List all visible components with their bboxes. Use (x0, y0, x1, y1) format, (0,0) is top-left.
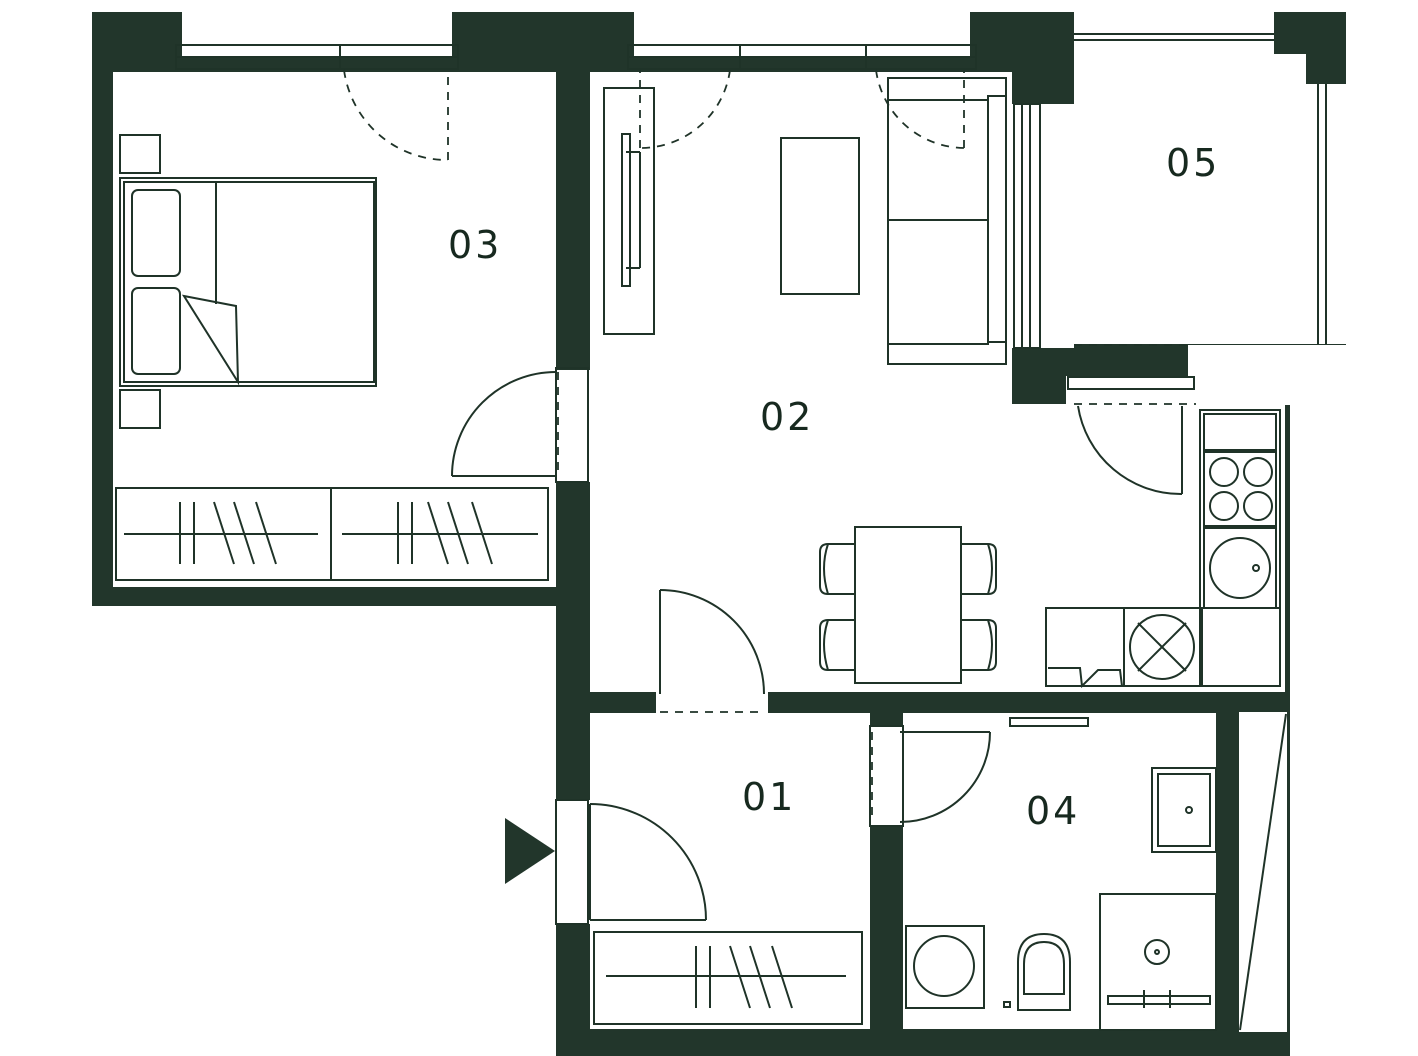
door-entrance-jamb (555, 799, 589, 925)
room-label-02: 02 (760, 395, 814, 439)
room-01-floor (590, 713, 870, 1029)
door-entrance-swing (589, 803, 707, 921)
triangle-right-icon (505, 818, 555, 884)
room-03-floor (113, 72, 556, 587)
washbasin-bowl (1157, 773, 1211, 847)
kitchen-hood (1203, 413, 1277, 451)
chair-right-bottom (961, 619, 997, 671)
kitchen-sink-drain (1252, 564, 1260, 572)
door-04-jamb (869, 725, 904, 827)
washbasin (1151, 767, 1217, 853)
toilet-button (1003, 1001, 1011, 1008)
room-05-floor (1074, 54, 1306, 344)
room-04-floor (903, 713, 1216, 1029)
door-openings (556, 370, 903, 924)
room-label-05: 05 (1166, 141, 1220, 185)
burner-4 (1243, 491, 1273, 521)
window-02 (634, 12, 970, 56)
dishwasher-x2 (1137, 622, 1187, 672)
cooktop (1203, 451, 1277, 527)
bed-mattress (123, 181, 375, 383)
tv-stand (603, 87, 655, 335)
room-labels: 03 02 05 01 04 (448, 141, 1220, 833)
coffee-table (780, 137, 860, 295)
chair-left-top (819, 543, 855, 595)
wardrobe-hangers-b (397, 501, 493, 565)
wall-lower-left-stub (556, 590, 596, 780)
shower-drain-center (1154, 949, 1160, 955)
burner-2 (1243, 457, 1273, 487)
wardrobe-hangers-a (179, 501, 277, 565)
hall-wardrobe (593, 931, 863, 1025)
hall-wardrobe-hangers (695, 945, 793, 1009)
tv (621, 133, 631, 287)
room-02-floor-b (1012, 404, 1285, 692)
window-03-swing (343, 69, 449, 161)
shower-drain (1144, 939, 1170, 965)
pillow-bottom (131, 287, 181, 375)
living-furniture (603, 77, 1281, 689)
door-03-swing (451, 371, 557, 477)
chair-right-bottom-back (987, 619, 993, 671)
towel-rail (1009, 717, 1089, 727)
door-kitchen-swing (1077, 405, 1183, 496)
door-02-01-opening (656, 692, 768, 713)
dining-table (854, 526, 962, 684)
window-02-swing-a (639, 69, 731, 149)
nightstand-bottom (119, 389, 161, 429)
sofa-seat-bottom (887, 219, 989, 345)
door-03-jamb (555, 367, 589, 483)
chair-left-top-back (823, 543, 829, 595)
kitchen-counter-bottom (1045, 607, 1281, 687)
toilet-seat (1023, 940, 1065, 995)
door-02-swing (659, 589, 765, 695)
door-01-04-opening (870, 726, 903, 826)
chair-right-top (961, 543, 997, 595)
room-02-floor-a (590, 72, 1012, 692)
shower-screen (1107, 995, 1211, 1005)
burner-3 (1209, 491, 1239, 521)
room-label-04: 04 (1026, 789, 1080, 833)
toilet (1017, 932, 1071, 1011)
washing-machine-drum (913, 935, 975, 997)
kitchen-sink (1209, 537, 1271, 599)
exterior-top (0, 0, 1418, 12)
doors (343, 69, 1183, 925)
door-entrance-opening (556, 800, 590, 924)
bathroom-furniture (905, 713, 1287, 1031)
exterior-lower-right (1290, 345, 1418, 1056)
chair-left-bottom-back (823, 619, 829, 671)
bed-frame (119, 177, 377, 387)
window-kitchen-frame (1067, 376, 1195, 390)
washing-machine (905, 925, 985, 1009)
burner-1 (1209, 457, 1239, 487)
door-03-02-opening (556, 370, 590, 482)
bedroom-furniture (115, 134, 549, 581)
chair-left-bottom (819, 619, 855, 671)
window-02-swing-b (875, 69, 965, 149)
chair-right-top-back (987, 543, 993, 595)
blanket-fold (181, 294, 240, 386)
exterior-lower-left (0, 606, 556, 1056)
fridge-zigzag (1048, 667, 1123, 689)
windows (175, 12, 1346, 405)
shaft-diagonal (1239, 713, 1287, 1031)
window-03 (182, 12, 452, 56)
washbasin-drain (1185, 806, 1193, 814)
shower-tray (1099, 893, 1217, 1031)
pillow-top (131, 189, 181, 277)
exterior-corner (1188, 345, 1290, 405)
hall-furniture (593, 931, 863, 1025)
room-label-03: 03 (448, 223, 502, 267)
door-04-swing (899, 731, 991, 823)
nightstand-top (119, 134, 161, 174)
dishwasher (1129, 614, 1195, 680)
room-label-01: 01 (742, 775, 796, 819)
